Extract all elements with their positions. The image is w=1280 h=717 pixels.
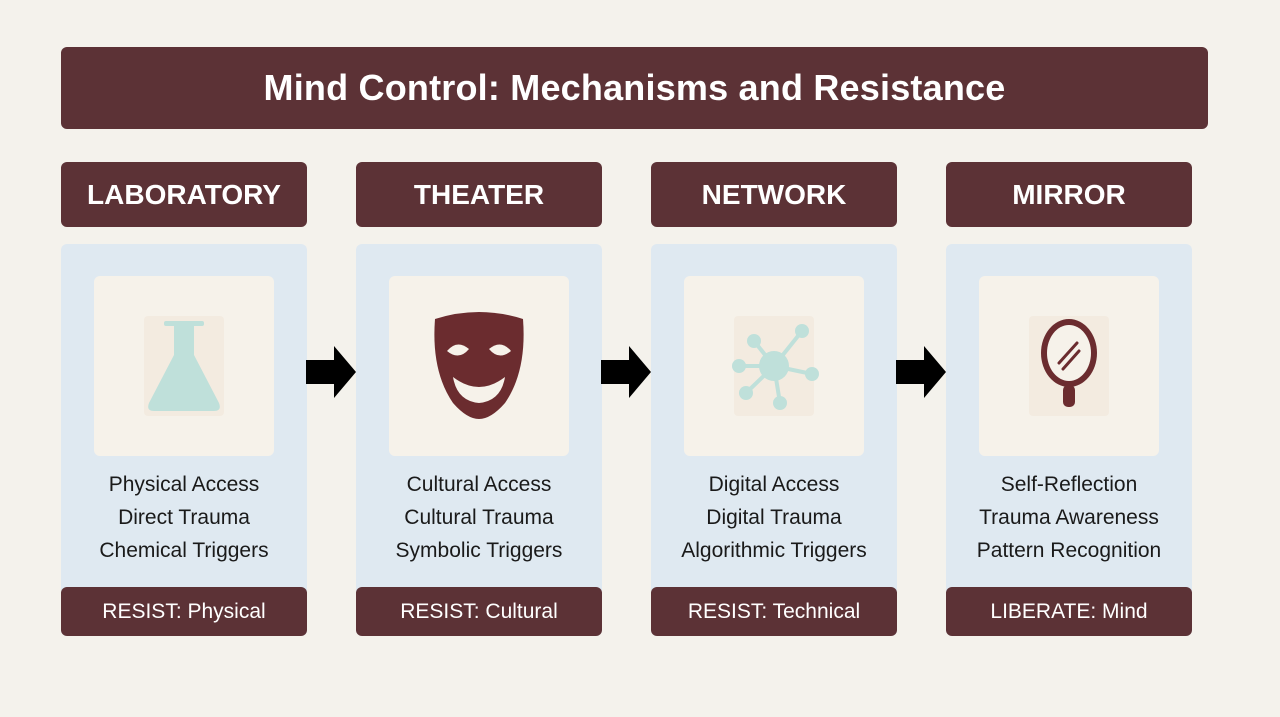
- stage-line: Cultural Trauma: [404, 506, 554, 529]
- resist-label: RESIST: Technical: [651, 587, 897, 636]
- stage-panel-network: Digital Access Digital Trauma Algorithmi…: [651, 244, 897, 636]
- stage-line: Chemical Triggers: [99, 539, 269, 562]
- stage-line: Cultural Access: [406, 473, 552, 496]
- stage-header-theater: THEATER: [356, 162, 602, 227]
- stage-line: Digital Trauma: [706, 506, 842, 529]
- title-bar: Mind Control: Mechanisms and Resistance: [61, 47, 1208, 129]
- resist-label: LIBERATE: Mind: [946, 587, 1192, 636]
- stage-panel-laboratory: Physical Access Direct Trauma Chemical T…: [61, 244, 307, 636]
- resist-label: RESIST: Cultural: [356, 587, 602, 636]
- icon-box: [94, 276, 274, 456]
- stage-panel-mirror: Self-Reflection Trauma Awareness Pattern…: [946, 244, 1192, 636]
- arrow-right-icon: [896, 346, 946, 398]
- arrow-right-icon: [306, 346, 356, 398]
- stage-line: Physical Access: [108, 473, 260, 496]
- icon-box: [684, 276, 864, 456]
- stage-description: Self-Reflection Trauma Awareness Pattern…: [946, 468, 1192, 567]
- flask-icon: [144, 316, 224, 416]
- stage-line: Digital Access: [708, 473, 840, 496]
- stage-header-network: NETWORK: [651, 162, 897, 227]
- stage-line: Direct Trauma: [118, 506, 250, 529]
- page-title: Mind Control: Mechanisms and Resistance: [263, 67, 1006, 108]
- network-icon: [732, 316, 819, 416]
- stage-description: Physical Access Direct Trauma Chemical T…: [61, 468, 307, 567]
- theater-mask-icon: [434, 312, 524, 419]
- stage-line: Self-Reflection: [1000, 473, 1138, 496]
- stage-line: Symbolic Triggers: [395, 539, 563, 562]
- arrow-right-icon: [601, 346, 651, 398]
- stage-header-mirror: MIRROR: [946, 162, 1192, 227]
- stage-description: Digital Access Digital Trauma Algorithmi…: [651, 468, 897, 567]
- stage-header-laboratory: LABORATORY: [61, 162, 307, 227]
- stage-line: Pattern Recognition: [976, 539, 1162, 562]
- resist-label: RESIST: Physical: [61, 587, 307, 636]
- mirror-icon: [1029, 316, 1109, 416]
- stage-description: Cultural Access Cultural Trauma Symbolic…: [356, 468, 602, 567]
- icon-box: [389, 276, 569, 456]
- icon-box: [979, 276, 1159, 456]
- stage-panel-theater: Cultural Access Cultural Trauma Symbolic…: [356, 244, 602, 636]
- stage-line: Algorithmic Triggers: [681, 539, 867, 562]
- stage-line: Trauma Awareness: [979, 506, 1159, 529]
